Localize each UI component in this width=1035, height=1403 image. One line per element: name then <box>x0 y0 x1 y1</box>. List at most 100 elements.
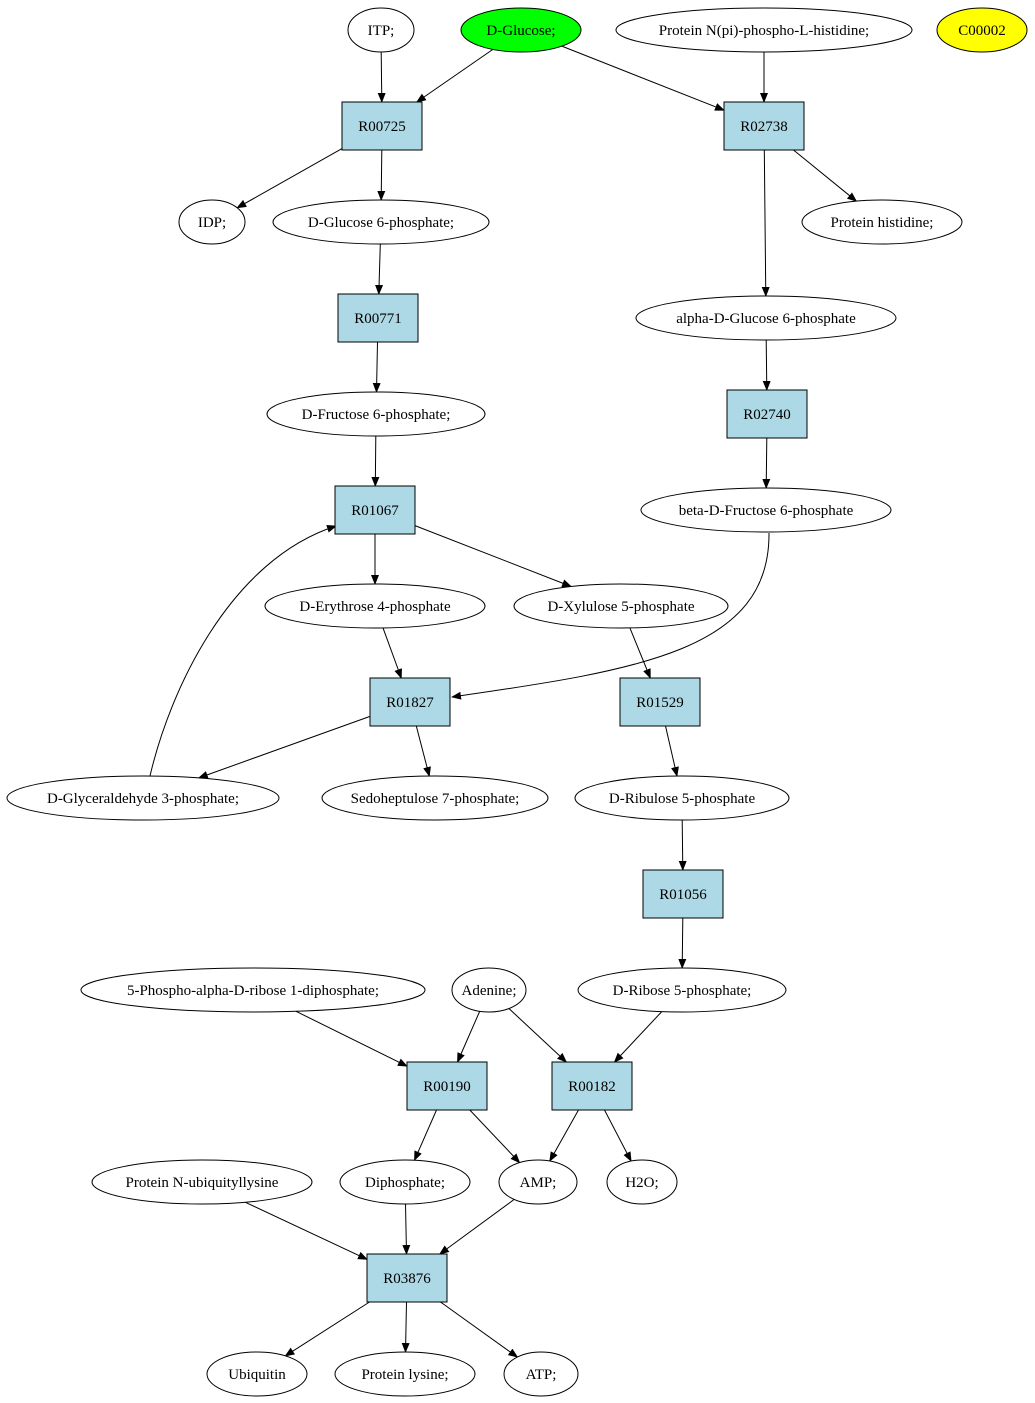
compound-node-protub[interactable]: Protein N-ubiquityllysine <box>91 1159 313 1205</box>
reaction-node-r00725[interactable]: R00725 <box>341 101 423 151</box>
compound-node-h2o[interactable]: H2O; <box>606 1159 678 1205</box>
reaction-box <box>406 1061 488 1111</box>
edge-f6p-to-r01067 <box>371 435 380 487</box>
reaction-node-r02740[interactable]: R02740 <box>726 389 808 439</box>
edge-r03876-to-ubiquitin <box>284 1301 370 1357</box>
node-label: D-Glucose 6-phosphate; <box>308 215 454 231</box>
compound-node-atp[interactable]: ATP; <box>503 1351 579 1397</box>
compound-node-protlys[interactable]: Protein lysine; <box>334 1351 476 1397</box>
edge-protub-to-r03876 <box>244 1201 368 1260</box>
edge-r01067-to-x5p <box>414 525 573 587</box>
node-label: Diphosphate; <box>365 1175 445 1191</box>
edge-adenine-to-r00190 <box>457 1011 481 1063</box>
compound-node-r5p[interactable]: D-Ribose 5-phosphate; <box>577 967 787 1013</box>
reaction-node-r01827[interactable]: R01827 <box>369 677 451 727</box>
compound-ellipse <box>574 775 790 821</box>
compound-node-prothisp[interactable]: Protein N(pi)-phospho-L-histidine; <box>615 7 913 53</box>
node-label: AMP; <box>520 1175 557 1191</box>
compound-node-prothis[interactable]: Protein histidine; <box>801 199 963 245</box>
compound-ellipse <box>334 1351 476 1397</box>
compound-node-ru5p[interactable]: D-Ribulose 5-phosphate <box>574 775 790 821</box>
reaction-node-r00771[interactable]: R00771 <box>337 293 419 343</box>
compound-ellipse <box>513 583 729 629</box>
reaction-node-r03876[interactable]: R03876 <box>366 1253 448 1303</box>
node-label: ITP; <box>368 23 395 39</box>
node-label: Protein N(pi)-phospho-L-histidine; <box>659 23 869 39</box>
compound-ellipse <box>498 1159 578 1205</box>
reaction-node-r01529[interactable]: R01529 <box>619 677 701 727</box>
compound-node-prpp[interactable]: 5-Phospho-alpha-D-ribose 1-diphosphate; <box>80 967 426 1013</box>
reaction-box <box>723 101 805 151</box>
compound-node-dglucose[interactable]: D-Glucose; <box>460 7 582 53</box>
compound-ellipse <box>264 583 486 629</box>
compound-node-c00002[interactable]: C00002 <box>936 7 1028 53</box>
node-label: beta-D-Fructose 6-phosphate <box>679 503 854 519</box>
compound-ellipse <box>339 1159 471 1205</box>
edge-r02738-to-prothis <box>793 149 858 202</box>
compound-node-itp[interactable]: ITP; <box>347 7 415 53</box>
node-label: Protein histidine; <box>831 215 934 231</box>
reaction-node-r01067[interactable]: R01067 <box>334 485 416 535</box>
compound-node-ag6p[interactable]: alpha-D-Glucose 6-phosphate <box>635 295 897 341</box>
node-label: Adenine; <box>462 983 517 999</box>
compound-node-g3p[interactable]: D-Glyceraldehyde 3-phosphate; <box>6 775 280 821</box>
edge-bf6p-to-r01827 <box>451 532 770 700</box>
reaction-box <box>366 1253 448 1303</box>
node-label: R00190 <box>423 1079 471 1095</box>
node-label: Sedoheptulose 7-phosphate; <box>351 791 520 807</box>
reaction-box <box>369 677 451 727</box>
edge-ag6p-to-r02740 <box>762 339 771 391</box>
compound-ellipse <box>266 391 486 437</box>
edge-x5p-to-r01529 <box>629 627 651 679</box>
compound-node-bf6p[interactable]: beta-D-Fructose 6-phosphate <box>640 487 892 533</box>
compound-ellipse <box>503 1351 579 1397</box>
edge-r00190-to-diphos <box>414 1109 437 1162</box>
edge-r01827-to-s7p <box>415 725 431 777</box>
edge-amp-to-r03876 <box>438 1198 515 1255</box>
compound-ellipse <box>635 295 897 341</box>
compound-node-adenine[interactable]: Adenine; <box>451 967 527 1013</box>
node-label: R01529 <box>636 695 684 711</box>
node-label: R01067 <box>351 503 399 519</box>
compound-node-e4p[interactable]: D-Erythrose 4-phosphate <box>264 583 486 629</box>
compound-node-x5p[interactable]: D-Xylulose 5-phosphate <box>513 583 729 629</box>
compound-node-g6p[interactable]: D-Glucose 6-phosphate; <box>272 199 490 245</box>
compound-ellipse <box>640 487 892 533</box>
node-label: R00771 <box>354 311 402 327</box>
compound-ellipse <box>80 967 426 1013</box>
edge-r00190-to-amp <box>469 1109 521 1164</box>
edge-r00771-to-f6p <box>372 341 381 393</box>
compound-ellipse <box>801 199 963 245</box>
compound-ellipse <box>615 7 913 53</box>
compound-node-f6p[interactable]: D-Fructose 6-phosphate; <box>266 391 486 437</box>
edges-layer <box>149 45 858 1358</box>
node-label: alpha-D-Glucose 6-phosphate <box>676 311 856 327</box>
reaction-node-r00182[interactable]: R00182 <box>551 1061 633 1111</box>
reaction-node-r01056[interactable]: R01056 <box>642 869 724 919</box>
edge-r03876-to-atp <box>440 1301 519 1358</box>
compound-ellipse <box>321 775 549 821</box>
reaction-node-r00190[interactable]: R00190 <box>406 1061 488 1111</box>
compound-ellipse <box>91 1159 313 1205</box>
node-label: C00002 <box>958 23 1006 39</box>
compound-node-idp[interactable]: IDP; <box>178 199 246 245</box>
edge-dglucose-to-r00725 <box>415 48 494 103</box>
compound-node-diphos[interactable]: Diphosphate; <box>339 1159 471 1205</box>
compound-ellipse <box>577 967 787 1013</box>
edge-r02740-to-bf6p <box>762 437 771 489</box>
edge-r00725-to-idp <box>236 148 343 209</box>
reaction-box <box>726 389 808 439</box>
reaction-box <box>642 869 724 919</box>
compound-ellipse <box>206 1351 308 1397</box>
compound-node-ubiquitin[interactable]: Ubiquitin <box>206 1351 308 1397</box>
node-label: H2O; <box>625 1175 658 1191</box>
compound-ellipse <box>272 199 490 245</box>
compound-ellipse <box>451 967 527 1013</box>
compound-node-s7p[interactable]: Sedoheptulose 7-phosphate; <box>321 775 549 821</box>
edge-e4p-to-r01827 <box>382 627 402 679</box>
node-label: R02738 <box>740 119 788 135</box>
edge-g6p-to-r00771 <box>375 243 384 295</box>
compound-node-amp[interactable]: AMP; <box>498 1159 578 1205</box>
reaction-box <box>334 485 416 535</box>
reaction-node-r02738[interactable]: R02738 <box>723 101 805 151</box>
